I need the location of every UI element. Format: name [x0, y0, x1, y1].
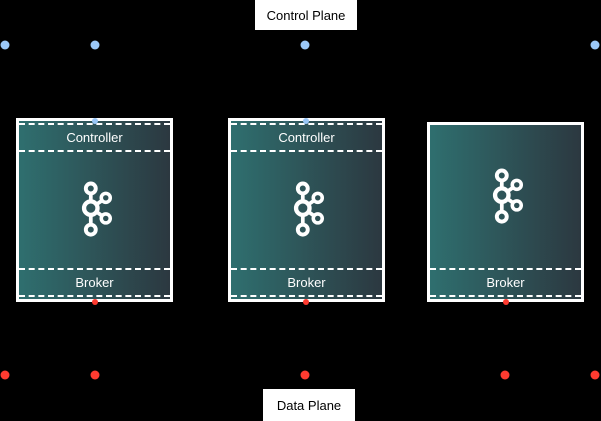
- node-1-body: [19, 152, 170, 268]
- node-3-body: [430, 125, 581, 268]
- data-plane-label-text: Data Plane: [276, 397, 342, 413]
- control-plane-port-dot: [300, 40, 310, 50]
- node-broker-port-dot: [92, 299, 98, 305]
- node-2-body: [231, 152, 382, 268]
- data-plane-port-dot: [0, 370, 10, 380]
- node-controller-port-dot: [303, 118, 309, 124]
- data-plane-label: Data Plane: [263, 389, 355, 421]
- broker-label: Broker: [486, 275, 525, 290]
- broker-label: Broker: [75, 275, 114, 290]
- node-broker-port-dot: [303, 299, 309, 305]
- control-plane-label-text: Control Plane: [266, 7, 346, 23]
- control-plane-port-dot: [0, 40, 10, 50]
- broker-section: Broker: [430, 268, 581, 297]
- kafka-logo-icon: [492, 168, 523, 224]
- broker-section: Broker: [19, 268, 170, 297]
- broker-label: Broker: [287, 275, 326, 290]
- controller-section: Controller: [231, 123, 382, 152]
- controller-label: Controller: [66, 130, 123, 145]
- data-plane-port-dot: [90, 370, 100, 380]
- data-plane-port-dot: [500, 370, 510, 380]
- kafka-node-1: Controller Broker: [16, 118, 173, 302]
- kafka-logo-icon: [81, 181, 112, 237]
- controller-section: Controller: [19, 123, 170, 152]
- control-plane-port-dot: [90, 40, 100, 50]
- node-controller-port-dot: [92, 118, 98, 124]
- control-plane-port-dot: [590, 40, 600, 50]
- kafka-node-3: Broker: [427, 122, 584, 302]
- controller-label: Controller: [278, 130, 335, 145]
- data-plane-port-dot: [590, 370, 600, 380]
- node-broker-port-dot: [503, 299, 509, 305]
- kafka-node-2: Controller Broker: [228, 118, 385, 302]
- data-plane-port-dot: [300, 370, 310, 380]
- control-plane-label: Control Plane: [255, 0, 357, 30]
- broker-section: Broker: [231, 268, 382, 297]
- kafka-logo-icon: [293, 181, 324, 237]
